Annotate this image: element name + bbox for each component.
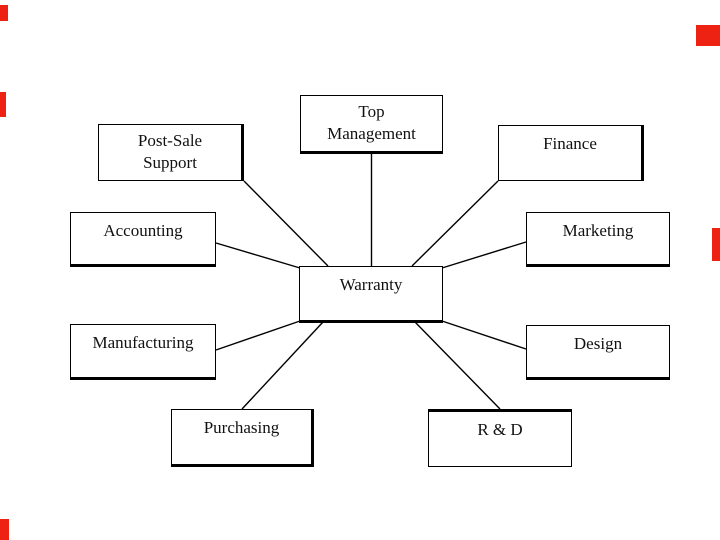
node-warranty: Warranty: [299, 266, 443, 323]
node-label: Design: [573, 334, 623, 353]
node-r-and-d: R & D: [428, 409, 572, 467]
node-finance: Finance: [498, 125, 644, 181]
node-manufacturing: Manufacturing: [70, 324, 216, 380]
connector-post-sale-support-to-warranty: [243, 180, 329, 267]
red-edge-mark: [0, 5, 8, 21]
connector-marketing-to-warranty: [441, 241, 527, 269]
node-purchasing: Purchasing: [171, 409, 314, 467]
connector-r-and-d-to-warranty: [414, 321, 501, 410]
node-design: Design: [526, 325, 670, 380]
connector-finance-to-warranty: [411, 180, 499, 267]
node-label: R & D: [477, 420, 523, 439]
node-label: Support: [143, 153, 197, 172]
node-label: Top: [358, 102, 385, 121]
node-label: Purchasing: [203, 418, 280, 437]
red-edge-mark: [0, 92, 6, 117]
connector-design-to-warranty: [441, 320, 527, 350]
node-label: Post-Sale: [137, 131, 203, 150]
node-label: Management: [327, 124, 416, 143]
connector-purchasing-to-warranty: [241, 321, 324, 410]
connector-accounting-to-warranty: [215, 242, 301, 269]
red-edge-mark: [712, 228, 720, 261]
node-marketing: Marketing: [526, 212, 670, 267]
node-label: Accounting: [103, 221, 183, 240]
node-label: Manufacturing: [92, 333, 194, 352]
node-accounting: Accounting: [70, 212, 216, 267]
red-edge-mark: [0, 519, 9, 540]
red-edge-mark: [696, 25, 720, 46]
node-label: Finance: [543, 134, 597, 153]
connector-manufacturing-to-warranty: [215, 320, 301, 351]
node-label: Marketing: [562, 221, 634, 240]
node-label: Warranty: [339, 275, 403, 294]
